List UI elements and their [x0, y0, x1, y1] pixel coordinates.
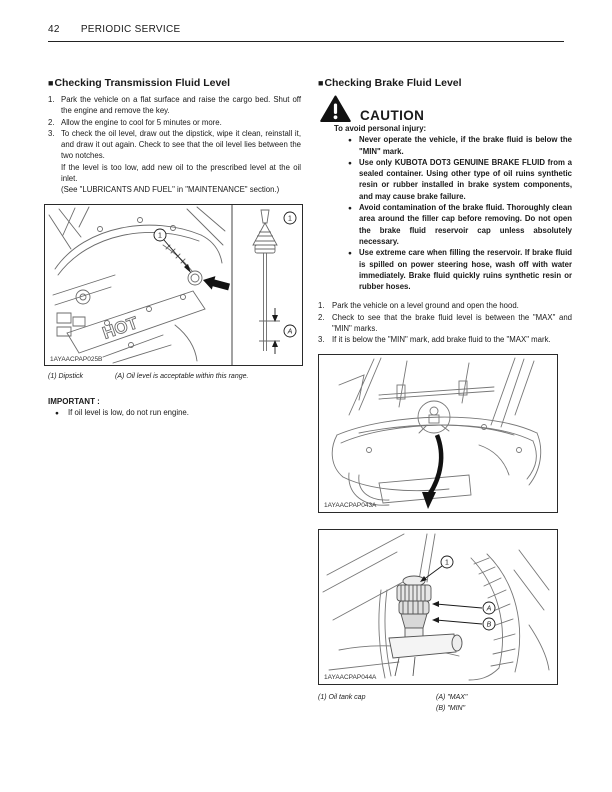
- caution-header: CAUTION: [320, 95, 572, 123]
- figure-caption: (1) Oil tank cap (A) "MAX" (B) "MIN": [318, 693, 468, 712]
- section-title-brake: ■ Checking Brake Fluid Level: [318, 77, 462, 89]
- caution-item: ● Use only KUBOTA DOT3 GENUINE BRAKE FLU…: [348, 157, 572, 201]
- bullet-icon: ●: [55, 410, 59, 418]
- important-item: ● If oil level is low, do not run engine…: [48, 407, 301, 419]
- important-note: IMPORTANT : ● If oil level is low, do no…: [48, 396, 301, 420]
- pointer-arrow-icon: [203, 275, 230, 291]
- reservoir-closeup-illustration: 1 A B 1AYAACPAP044A: [322, 533, 550, 681]
- caution-item: ● Never operate the vehicle, if the brak…: [348, 135, 572, 156]
- right-column: ■ Checking Brake Fluid Level CAUTION To …: [318, 77, 572, 714]
- list-item: 3. To check the oil level, draw out the …: [48, 128, 301, 161]
- bullet-icon: ●: [348, 205, 352, 213]
- callout-A: A: [486, 605, 492, 612]
- figure-hood-reservoir-location: 1AYAACPAP043A: [318, 353, 558, 513]
- figure-code: 1AYAACPAP025B: [50, 356, 102, 363]
- figure-caption: (1) Dipstick (A) Oil level is acceptable…: [48, 372, 249, 380]
- dipstick-location-illustration: HOT 1: [48, 204, 297, 365]
- page-header-title: PERIODIC SERVICE: [80, 24, 181, 35]
- figure-reservoir-closeup: 1 A B 1AYAACPAP044A: [318, 528, 558, 685]
- figure-code: 1AYAACPAP044A: [324, 674, 377, 681]
- hood-open-illustration: 1AYAACPAP043A: [324, 357, 542, 509]
- brake-steps: 1. Park the vehicle on a level ground an…: [318, 300, 572, 345]
- important-label: IMPORTANT :: [48, 396, 100, 406]
- list-item: 2. Check to see that the brake fluid lev…: [318, 312, 572, 334]
- callout-A: A: [287, 328, 293, 335]
- caution-item: ● Use extreme care when filling the rese…: [348, 248, 572, 292]
- page-header: 42 PERIODIC SERVICE: [48, 24, 564, 42]
- bullet-icon: ●: [348, 250, 352, 258]
- list-item: 1. Park the vehicle on a level ground an…: [318, 301, 519, 311]
- section-title-transmission: ■ Checking Transmission Fluid Level: [48, 77, 231, 89]
- warning-triangle-icon: [320, 95, 351, 122]
- section-marker-icon: ■: [318, 78, 324, 88]
- caution-intro: To avoid personal injury:: [334, 124, 427, 133]
- caution-body: To avoid personal injury: ● Never operat…: [334, 123, 572, 292]
- left-column: ■ Checking Transmission Fluid Level 1. P…: [44, 77, 303, 420]
- figure-transmission-dipstick: HOT 1: [44, 203, 303, 366]
- caution-item: ● Avoid contamination of the brake fluid…: [348, 203, 572, 246]
- callout-1-detail: 1: [288, 215, 292, 222]
- caution-title: CAUTION: [360, 107, 425, 123]
- list-item-continuation: If the level is too low, add new oil to …: [61, 162, 301, 184]
- page-number: 42: [48, 24, 60, 35]
- callout-B: B: [487, 621, 492, 628]
- callout-1: 1: [158, 232, 162, 239]
- list-item-continuation: (See "LUBRICANTS AND FUEL" in "MAINTENAN…: [61, 185, 280, 195]
- figure-code: 1AYAACPAP043A: [324, 502, 377, 509]
- bullet-icon: ●: [348, 137, 352, 145]
- list-item: 1. Park the vehicle on a flat surface an…: [48, 95, 301, 116]
- bullet-icon: ●: [348, 159, 352, 167]
- list-item: 3. If it is below the "MIN" mark, add br…: [318, 335, 551, 345]
- curved-arrow-icon: [427, 433, 444, 496]
- section-marker-icon: ■: [48, 78, 54, 88]
- list-item: 2. Allow the engine to cool for 5 minute…: [48, 117, 222, 127]
- callout-1: 1: [445, 559, 449, 566]
